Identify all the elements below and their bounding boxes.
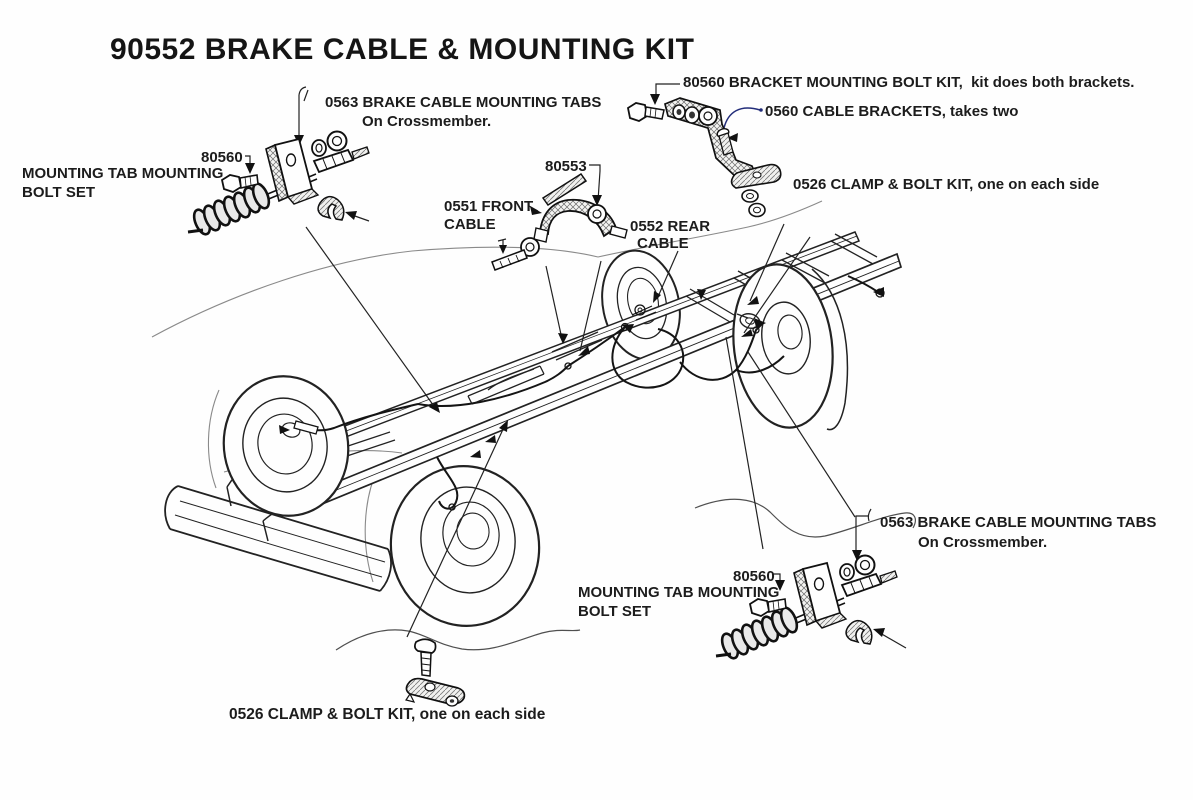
- callout-0563-bottom-line2: On Crossmember.: [918, 534, 1048, 551]
- diagram-title: 90552 BRAKE CABLE & MOUNTING KIT: [110, 33, 695, 66]
- callout-0563-bottom-line1: 0563 BRAKE CABLE MOUNTING TABS: [880, 514, 1157, 531]
- callout-clamp-kit-right: 0526 CLAMP & BOLT KIT, one on each side: [793, 176, 1100, 193]
- callout-0563-top-line1: 0563 BRAKE CABLE MOUNTING TABS: [325, 94, 602, 111]
- callout-front-cable-line1: 0551 FRONT: [444, 198, 534, 215]
- bottom-clamp-assembly: [405, 638, 466, 707]
- center-cable-guide-assembly: [491, 172, 628, 271]
- callout-80560-bottom: 80560: [733, 568, 775, 585]
- top-left-tab-assembly: [187, 130, 370, 236]
- callout-front-cable-line2: CABLE: [444, 216, 496, 233]
- callout-mount-set-top-line2: BOLT SET: [22, 184, 96, 201]
- callout-mount-set-bottom-line2: BOLT SET: [578, 603, 652, 620]
- rear-right-wheel: [732, 263, 849, 431]
- callout-rear-cable-line2: CABLE: [637, 235, 689, 252]
- callout-clamp-kit-bottom: 0526 CLAMP & BOLT KIT, one on each side: [229, 706, 546, 723]
- front-left-wheel: [222, 375, 350, 517]
- callout-0563-top-line2: On Crossmember.: [362, 113, 492, 130]
- bottom-right-tab-assembly: [715, 554, 898, 660]
- callout-rear-cable-line1: 0552 REAR: [630, 218, 711, 235]
- ground-lines: [335, 498, 916, 651]
- callout-bracket-bolt-kit: 80560 BRACKET MOUNTING BOLT KIT, kit doe…: [683, 74, 1135, 91]
- callout-mount-set-bottom-line1: MOUNTING TAB MOUNTING: [578, 584, 780, 601]
- callout-80560-top-left: 80560: [201, 149, 243, 166]
- front-right-wheel: [389, 465, 541, 627]
- callout-mount-set-top-line1: MOUNTING TAB MOUNTING: [22, 165, 224, 182]
- callout-cable-brackets: 0560 CABLE BRACKETS, takes two: [765, 103, 1019, 120]
- callout-80553: 80553: [545, 158, 587, 175]
- top-right-bracket-assembly: [626, 97, 782, 218]
- navy-leader: [723, 107, 763, 129]
- front-bumper: [164, 485, 392, 592]
